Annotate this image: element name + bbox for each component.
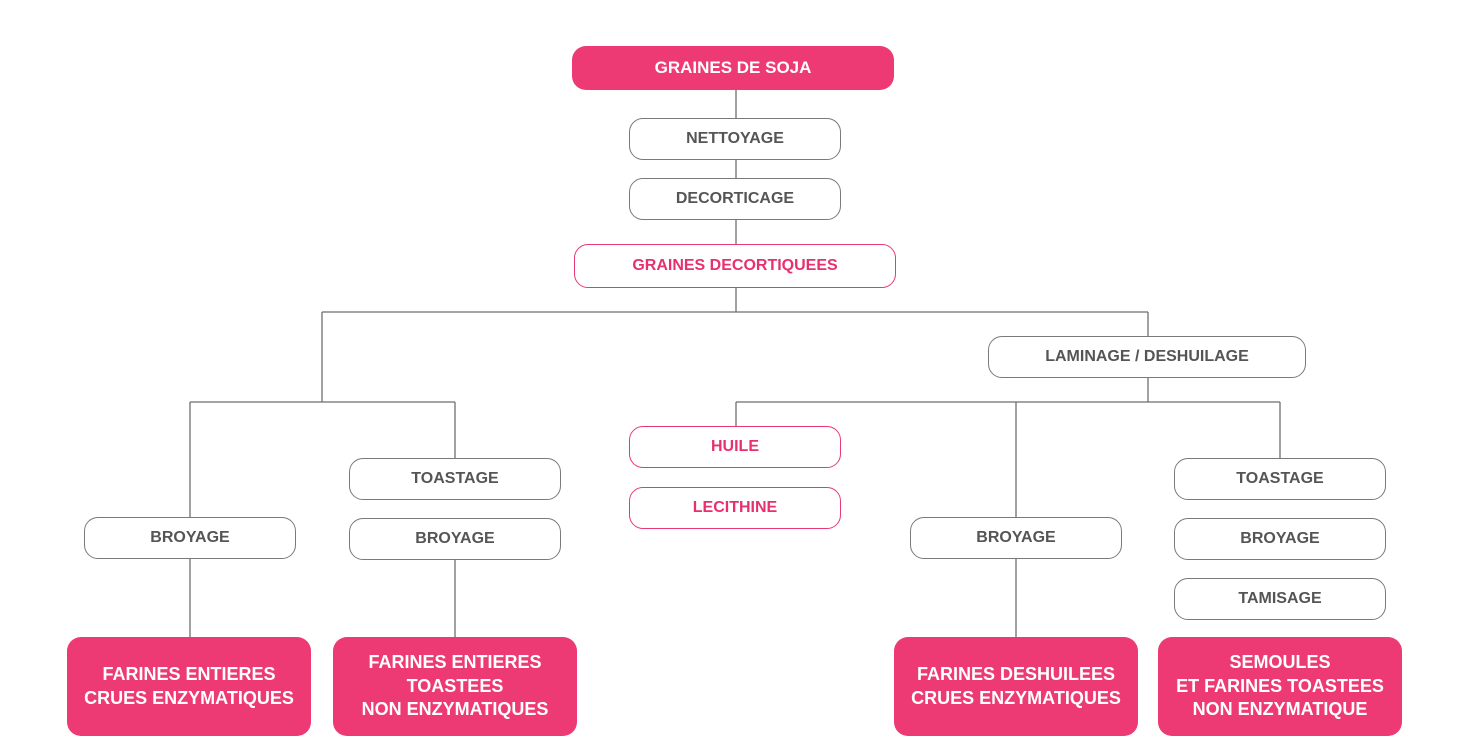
node-toastage-right: TOASTAGE	[1174, 458, 1386, 500]
product-farines-entieres-crues: FARINES ENTIERES CRUES ENZYMATIQUES	[67, 637, 311, 736]
product-semoules-farines-toastees: SEMOULES ET FARINES TOASTEES NON ENZYMAT…	[1158, 637, 1402, 736]
node-graines-de-soja: GRAINES DE SOJA	[572, 46, 894, 90]
node-toastage-left: TOASTAGE	[349, 458, 561, 500]
node-broyage-left: BROYAGE	[349, 518, 561, 560]
node-graines-decortiquees: GRAINES DECORTIQUEES	[574, 244, 896, 288]
node-laminage-deshuilage: LAMINAGE / DESHUILAGE	[988, 336, 1306, 378]
node-lecithine: LECITHINE	[629, 487, 841, 529]
node-nettoyage: NETTOYAGE	[629, 118, 841, 160]
node-huile: HUILE	[629, 426, 841, 468]
node-broyage-right: BROYAGE	[1174, 518, 1386, 560]
product-farines-entieres-toastees: FARINES ENTIERES TOASTEES NON ENZYMATIQU…	[333, 637, 577, 736]
node-tamisage: TAMISAGE	[1174, 578, 1386, 620]
node-broyage-far-left: BROYAGE	[84, 517, 296, 559]
node-broyage-mid-right: BROYAGE	[910, 517, 1122, 559]
product-farines-deshuilees: FARINES DESHUILEES CRUES ENZYMATIQUES	[894, 637, 1138, 736]
node-decorticage: DECORTICAGE	[629, 178, 841, 220]
